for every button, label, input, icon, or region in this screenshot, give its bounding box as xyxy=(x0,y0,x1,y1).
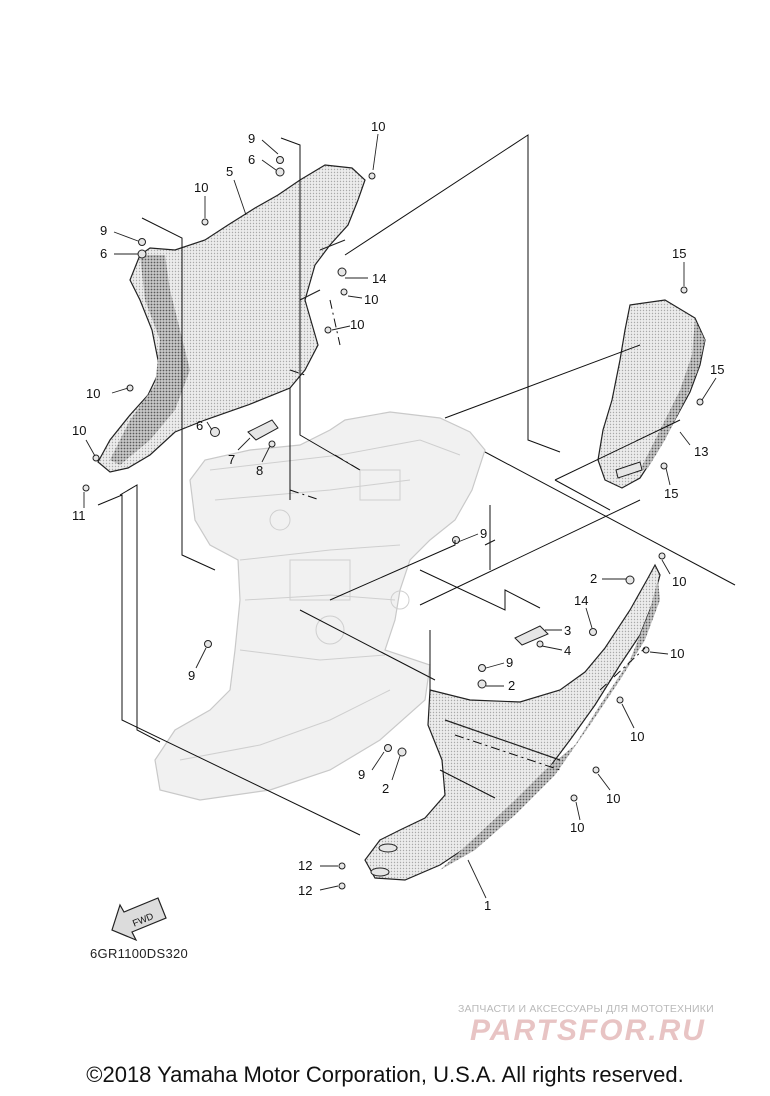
callout-10: 10 xyxy=(672,574,686,589)
upper-left-panel-5 xyxy=(97,164,366,473)
diagram-code: 6GR1100DS320 xyxy=(90,946,189,961)
callout-11: 11 xyxy=(72,508,86,523)
callout-6: 6 xyxy=(196,418,203,433)
callout-14: 14 xyxy=(372,271,386,286)
callout-9: 9 xyxy=(248,131,255,146)
watermark-logo: PARTSFOR.RU xyxy=(470,1014,706,1047)
callout-10: 10 xyxy=(86,386,100,401)
copyright-notice: ©2018 Yamaha Motor Corporation, U.S.A. A… xyxy=(86,1062,684,1087)
callout-9: 9 xyxy=(506,655,513,670)
callout-labels: 9 6 10 5 10 9 6 14 10 10 10 10 6 7 8 11 … xyxy=(72,119,724,913)
callout-4: 4 xyxy=(564,643,571,658)
callout-1: 1 xyxy=(484,898,491,913)
callout-15: 15 xyxy=(672,246,686,261)
callout-7: 7 xyxy=(228,452,235,467)
callout-8: 8 xyxy=(256,463,263,478)
lower-hull-cover-1 xyxy=(364,563,661,881)
right-side-panel-13 xyxy=(597,299,706,489)
callout-3: 3 xyxy=(564,623,571,638)
callout-14: 14 xyxy=(574,593,588,608)
callout-10: 10 xyxy=(371,119,385,134)
callout-10: 10 xyxy=(194,180,208,195)
callout-6: 6 xyxy=(248,152,255,167)
callout-10: 10 xyxy=(570,820,584,835)
callout-6: 6 xyxy=(100,246,107,261)
callout-12: 12 xyxy=(298,858,312,873)
callout-2: 2 xyxy=(508,678,515,693)
callout-13: 13 xyxy=(694,444,708,459)
callout-2: 2 xyxy=(382,781,389,796)
callout-9: 9 xyxy=(100,223,107,238)
callout-9: 9 xyxy=(188,668,195,683)
callout-15: 15 xyxy=(710,362,724,377)
forward-arrow-icon: FWD xyxy=(111,897,167,942)
watermark-tagline: ЗАПЧАСТИ И АКСЕССУАРЫ ДЛЯ МОТОТЕХНИКИ xyxy=(458,1003,714,1015)
callout-leaders xyxy=(83,133,717,899)
callout-10: 10 xyxy=(630,729,644,744)
callout-15: 15 xyxy=(664,486,678,501)
callout-12: 12 xyxy=(298,883,312,898)
callout-10: 10 xyxy=(350,317,364,332)
callout-10: 10 xyxy=(364,292,378,307)
assembly-guide-lines xyxy=(97,134,736,836)
callout-9: 9 xyxy=(358,767,365,782)
callout-5: 5 xyxy=(226,164,233,179)
callout-10: 10 xyxy=(670,646,684,661)
callout-10: 10 xyxy=(606,791,620,806)
callout-10: 10 xyxy=(72,423,86,438)
hull-frame-background xyxy=(154,411,486,801)
callout-9: 9 xyxy=(480,526,487,541)
callout-2: 2 xyxy=(590,571,597,586)
hardware-pieces xyxy=(82,156,704,890)
